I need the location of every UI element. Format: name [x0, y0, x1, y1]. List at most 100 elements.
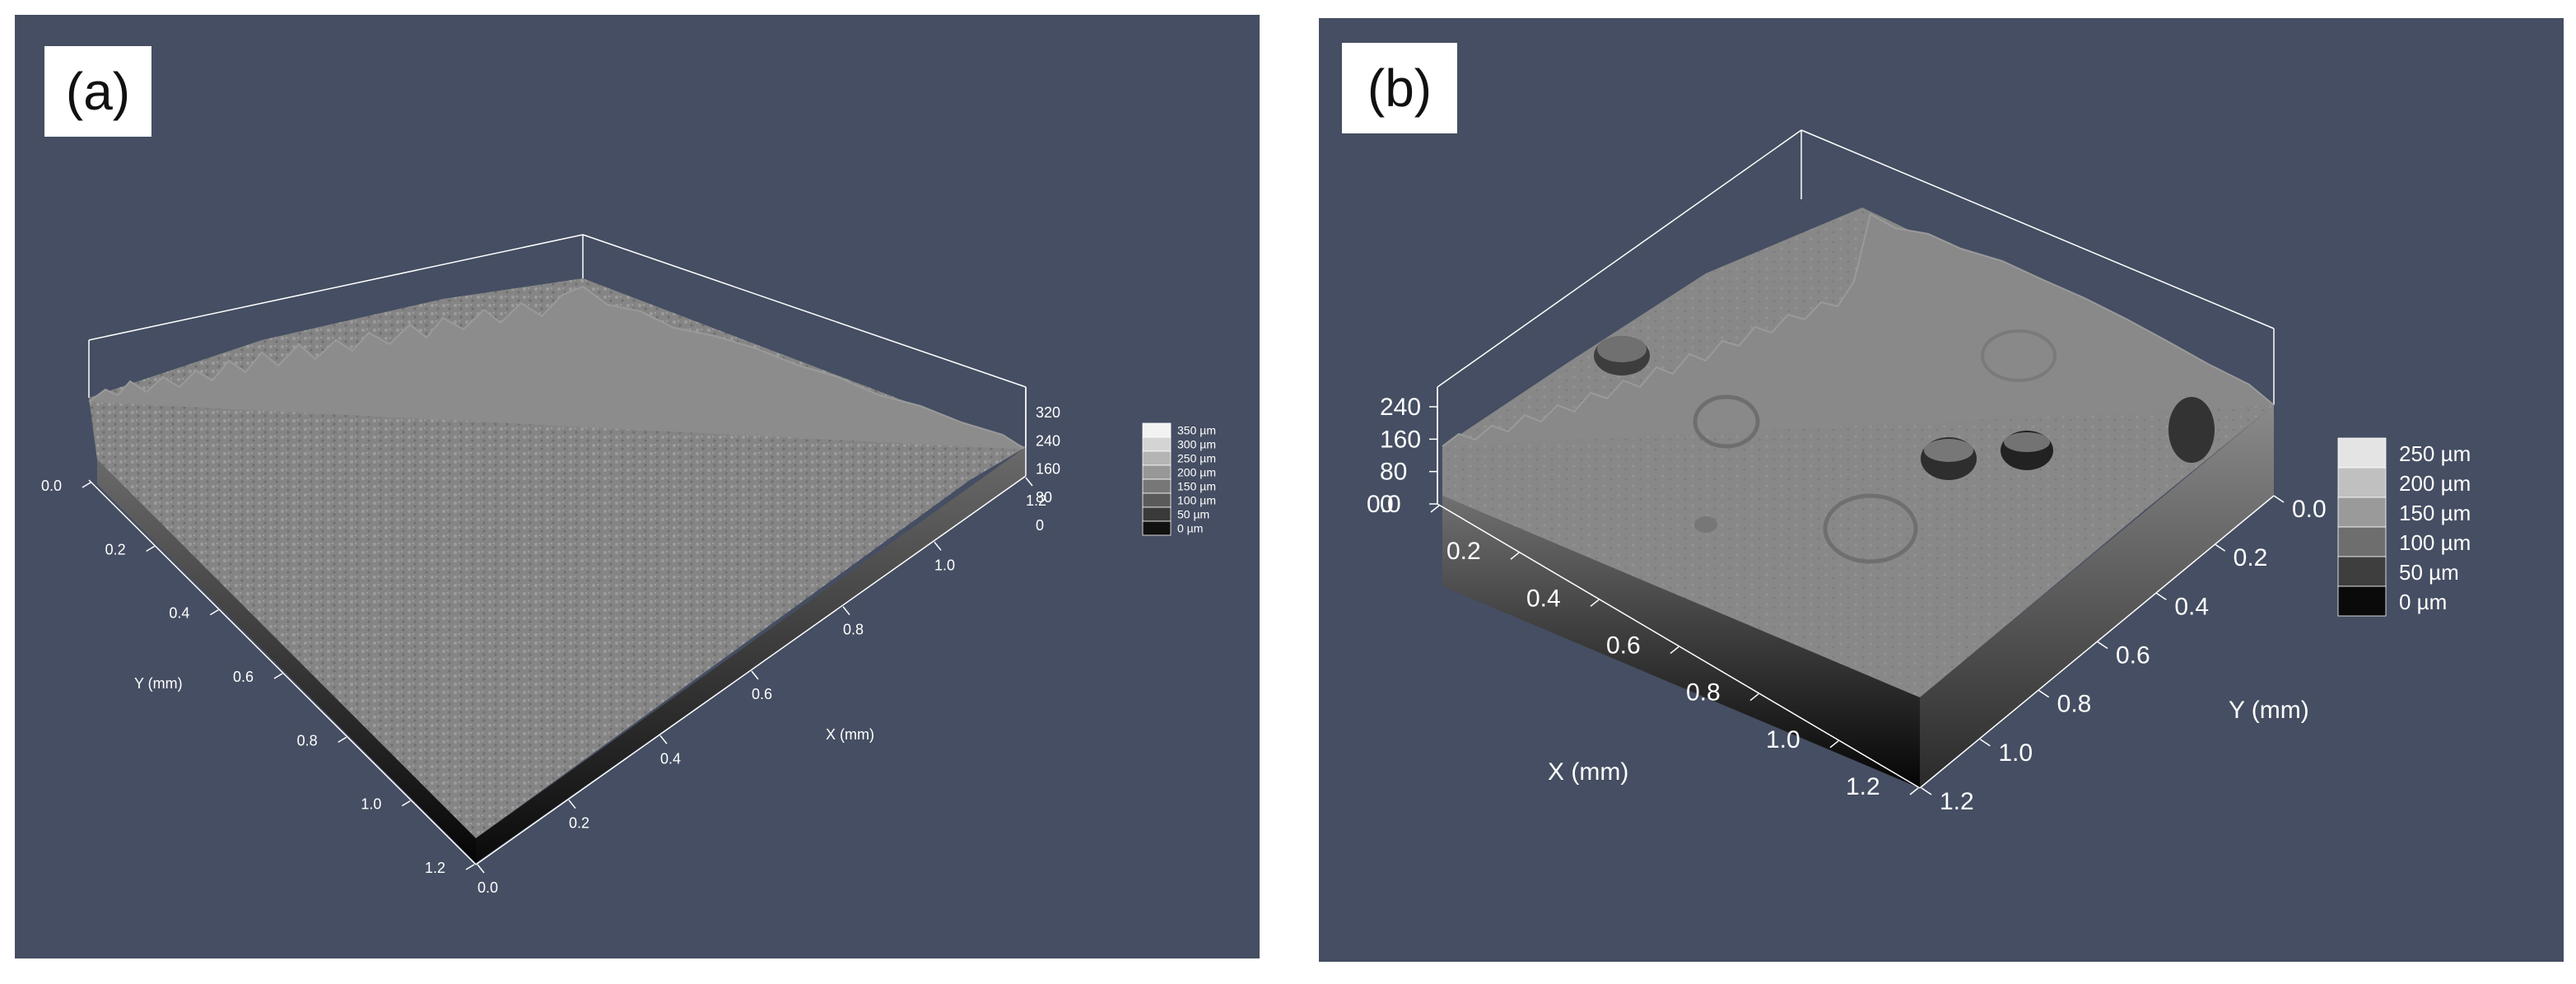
legend-b-label: 150 µm [2399, 501, 2471, 525]
legend-a-label: 350 µm [1177, 423, 1216, 436]
y-tick-a-tick-mark [146, 545, 156, 552]
surface-side-left-a [97, 459, 476, 863]
y-tick-a-tick-label: 1.2 [425, 860, 445, 876]
x-tick-b-tick-mark [1590, 599, 1600, 607]
z-tick-a-tick-label: 320 [1036, 404, 1060, 421]
surface-plot-b: 0.00.20.40.60.81.01.2 0.00.20.40.60.81.0… [1367, 129, 2471, 815]
y-tick-a-tick-mark [401, 800, 411, 807]
y-tick-b-tick-mark [1921, 787, 1932, 795]
x-tick-a-tick-mark [1025, 477, 1033, 487]
y-tick-b-tick-mark [2038, 690, 2050, 698]
legend-a-swatch [1142, 464, 1172, 480]
y-tick-a-tick-mark [82, 482, 91, 488]
legend-a-swatch [1142, 436, 1172, 452]
x-tick-a-tick-label: 0.8 [843, 622, 864, 638]
x-tick-b-tick-mark [1430, 505, 1440, 513]
x-tick-b-tick-mark [1829, 740, 1839, 748]
x-tick-b-tick-label: 0.4 [1526, 585, 1561, 612]
y-tick-a-tick-label: 0.4 [169, 605, 189, 622]
x-tick-a-tick-mark [568, 800, 576, 809]
panel-label-b: (b) [1342, 43, 1457, 133]
legend-a-swatch [1142, 450, 1172, 466]
y-tick-b-tick-mark [2155, 592, 2167, 600]
x-tick-b-tick-mark [1909, 787, 1919, 795]
legend-a-label: 150 µm [1177, 479, 1216, 492]
legend-b-swatch [2337, 467, 2387, 498]
x-tick-a-tick-mark [842, 606, 850, 616]
y-tick-a-tick-label: 0.8 [297, 732, 318, 748]
y-tick-b-tick-label: 0.4 [2174, 593, 2209, 620]
surface-plot-a: 0.00.20.40.60.81.01.2 0.00.20.40.60.81.0… [41, 234, 1216, 896]
z-tick-b-tick-label: 240 [1380, 394, 1421, 421]
y-tick-a-tick-label: 1.0 [361, 796, 381, 813]
x-tick-b-tick-label: 0.2 [1446, 538, 1481, 565]
x-tick-b-tick-label: 0.6 [1606, 632, 1641, 660]
x-tick-a-tick-mark [751, 670, 759, 680]
surface-side-right-a [476, 447, 1026, 863]
x-tick-b-tick-mark [1670, 646, 1679, 655]
legend-a-label: 300 µm [1177, 437, 1216, 450]
z-tick-b-tick-label: 160 [1380, 426, 1421, 453]
y-tick-b-tick-label: 0.6 [2116, 642, 2150, 669]
x-tick-a-tick-mark [934, 541, 942, 551]
legend-a-label: 200 µm [1177, 465, 1216, 478]
y-tick-b-tick-mark [2215, 543, 2226, 552]
z-tick-a-tick-label: 0 [1036, 517, 1044, 534]
y-tick-a-tick-label: 0.2 [105, 541, 126, 557]
y-axis-label-a: Y (mm) [134, 675, 183, 692]
y-tick-a-tick-mark [273, 673, 283, 679]
x-axis-label-b: X (mm) [1548, 758, 1628, 786]
legend-a-label: 100 µm [1177, 493, 1216, 506]
panel-label-a: (a) [44, 46, 151, 137]
x-tick-a-tick-label: 0.6 [752, 686, 772, 702]
legend-a-swatch [1142, 520, 1172, 536]
legend-b-swatch [2337, 585, 2387, 617]
x-tick-a-tick-mark [477, 864, 485, 874]
x-tick-a-tick-label: 0.2 [569, 815, 589, 832]
surface-craters-b [1594, 329, 2215, 564]
x-tick-a-tick-label: 0.4 [660, 750, 681, 767]
y-tick-a-tick-mark [338, 736, 347, 743]
x-tick-b-tick-label: 0.0 [1367, 491, 1401, 518]
legend-b-label: 200 µm [2399, 471, 2471, 496]
y-tick-b-tick-mark [1979, 739, 1991, 747]
surface-rough-edge-b [1442, 212, 2275, 447]
y-tick-a-tick-mark [465, 864, 475, 870]
legend-b-swatch [2337, 437, 2387, 469]
legend-a-swatch [1142, 422, 1172, 438]
y-tick-b-tick-mark [2273, 495, 2285, 503]
x-tick-b-tick-mark [1749, 693, 1759, 702]
y-tick-b-tick-label: 0.0 [2292, 496, 2327, 523]
y-tick-b-tick-label: 1.0 [1998, 739, 2033, 767]
z-tick-a-tick-label: 80 [1036, 489, 1052, 506]
legend-b-label: 50 µm [2399, 560, 2459, 585]
legend-a-swatch [1142, 492, 1172, 508]
legend-a-swatch [1142, 506, 1172, 522]
x-tick-a-tick-label: 1.0 [934, 557, 955, 573]
x-axis-label-a: X (mm) [826, 726, 874, 743]
y-tick-a-tick-mark [209, 609, 219, 616]
y-tick-b-tick-label: 0.8 [2057, 691, 2092, 718]
legend-b-swatch [2337, 556, 2387, 587]
surface-side-right-b [1920, 405, 2274, 788]
z-tick-a-tick-label: 160 [1036, 461, 1060, 478]
legend-b-label: 250 µm [2399, 441, 2471, 466]
y-tick-a-tick-label: 0.0 [41, 478, 62, 494]
x-tick-b-tick-mark [1510, 552, 1520, 560]
legend-b-swatch [2337, 526, 2387, 557]
surface-rough-edge-a [88, 285, 1027, 450]
legend-a-swatch [1142, 478, 1172, 494]
x-tick-a-tick-label: 0.0 [477, 879, 498, 896]
y-axis-label-b: Y (mm) [2229, 697, 2309, 724]
y-tick-b-tick-mark [2097, 641, 2108, 650]
legend-a-label: 0 µm [1177, 521, 1203, 534]
x-tick-b-tick-label: 1.0 [1766, 726, 1800, 753]
legend-b-label: 100 µm [2399, 530, 2471, 555]
z-tick-b-tick-label: 0 [1380, 491, 1394, 518]
y-tick-b-tick-label: 0.2 [2234, 544, 2268, 571]
surface-side-left-b [1442, 496, 1920, 788]
